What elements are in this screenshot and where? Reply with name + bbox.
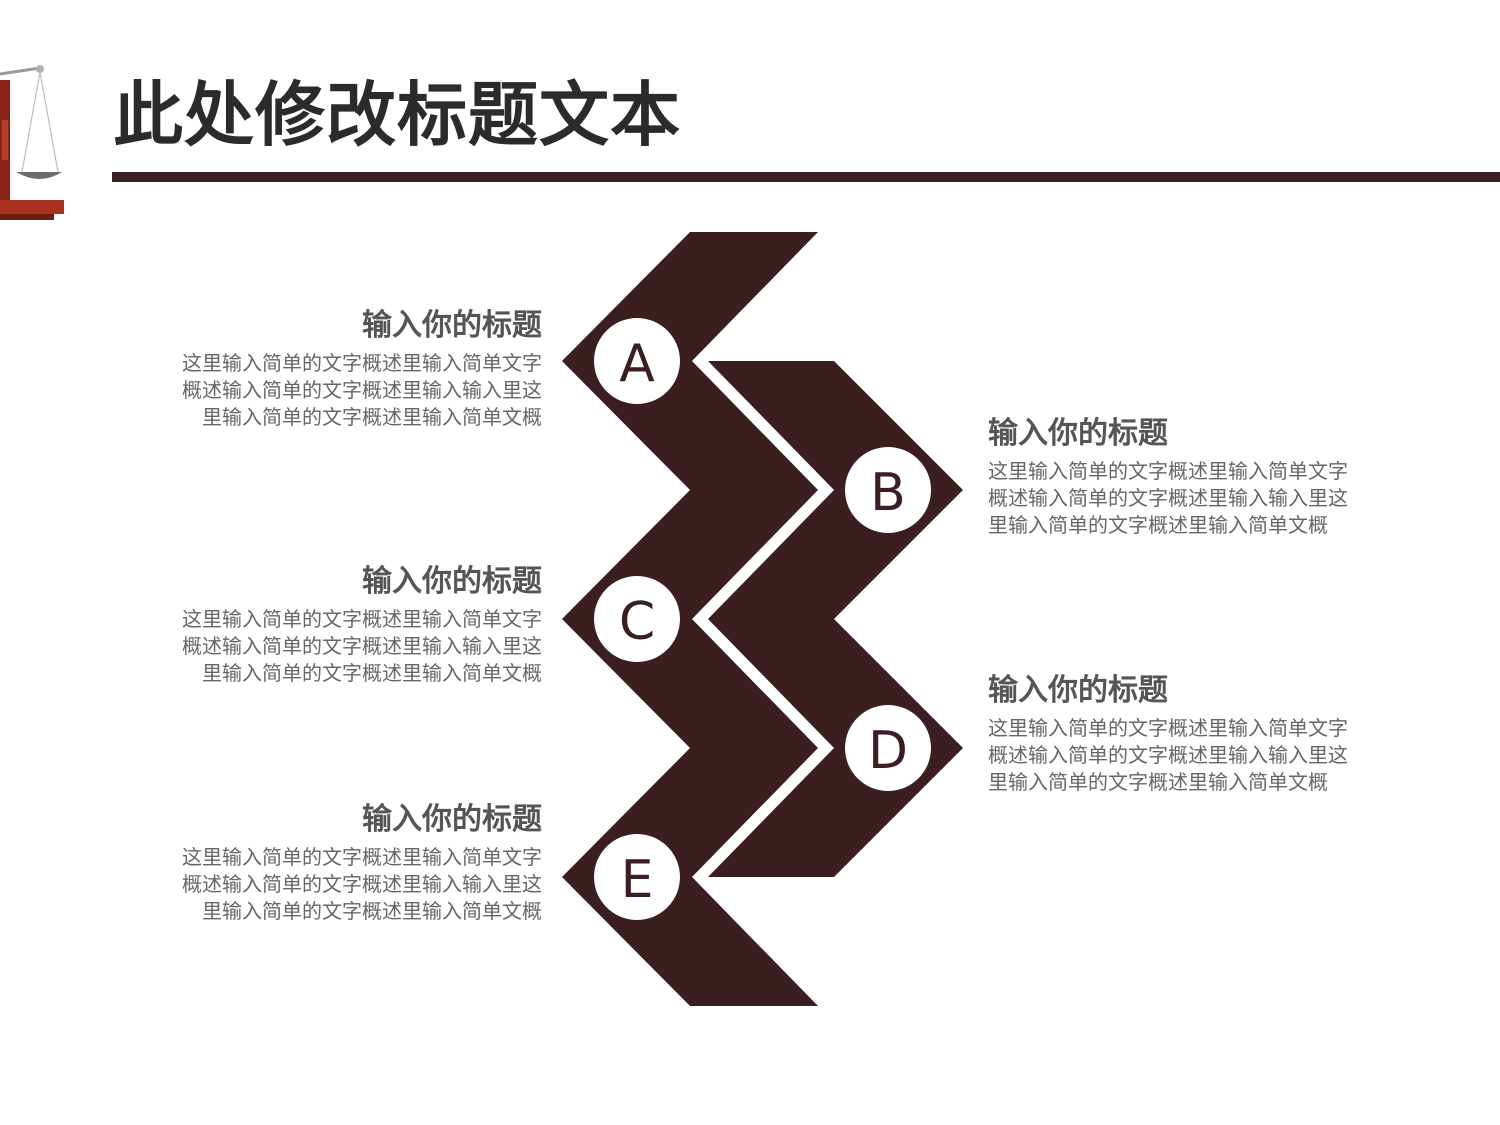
step-d-text: 输入你的标题 这里输入简单的文字概述里输入简单文字 概述输入简单的文字概述里输入… xyxy=(988,671,1408,796)
step-b-line-2: 概述输入简单的文字概述里输入输入里这 xyxy=(988,486,1348,510)
step-c-line-1: 这里输入简单的文字概述里输入简单文字 xyxy=(182,607,542,631)
step-a-description: 这里输入简单的文字概述里输入简单文字 概述输入简单的文字概述里输入输入里这 里输… xyxy=(122,350,542,431)
step-e-line-1: 这里输入简单的文字概述里输入简单文字 xyxy=(182,845,542,869)
step-a-text: 输入你的标题 这里输入简单的文字概述里输入简单文字 概述输入简单的文字概述里输入… xyxy=(122,306,542,431)
step-b-title: 输入你的标题 xyxy=(988,416,1168,451)
step-d-line-2: 概述输入简单的文字概述里输入输入里这 xyxy=(988,743,1348,767)
step-d-title: 输入你的标题 xyxy=(988,673,1168,708)
chevron-c xyxy=(562,490,818,748)
step-d-description: 这里输入简单的文字概述里输入简单文字 概述输入简单的文字概述里输入输入里这 里输… xyxy=(988,715,1408,796)
step-d-line-1: 这里输入简单的文字概述里输入简单文字 xyxy=(988,716,1348,740)
step-e-description: 这里输入简单的文字概述里输入简单文字 概述输入简单的文字概述里输入输入里这 里输… xyxy=(122,844,542,925)
step-e-line-2: 概述输入简单的文字概述里输入输入里这 xyxy=(182,872,542,896)
title-divider xyxy=(112,172,1500,182)
step-b-line-3: 里输入简单的文字概述里输入简单文概 xyxy=(988,513,1328,537)
step-a-line-3: 里输入简单的文字概述里输入简单文概 xyxy=(202,405,542,429)
chevron-e xyxy=(562,748,818,1006)
step-e-circle xyxy=(594,834,680,920)
step-a-title: 输入你的标题 xyxy=(362,308,542,343)
step-e-text: 输入你的标题 这里输入简单的文字概述里输入简单文字 概述输入简单的文字概述里输入… xyxy=(122,800,542,925)
step-a-line-1: 这里输入简单的文字概述里输入简单文字 xyxy=(182,351,542,375)
step-c-circle xyxy=(594,576,680,662)
step-d-circle xyxy=(845,705,931,791)
step-c-line-3: 里输入简单的文字概述里输入简单文概 xyxy=(202,661,542,685)
step-c-letter: C xyxy=(619,592,655,652)
chevron-b xyxy=(708,361,963,619)
step-c-description: 这里输入简单的文字概述里输入简单文字 概述输入简单的文字概述里输入输入里这 里输… xyxy=(122,606,542,687)
step-b-text: 输入你的标题 这里输入简单的文字概述里输入简单文字 概述输入简单的文字概述里输入… xyxy=(988,414,1408,539)
step-b-description: 这里输入简单的文字概述里输入简单文字 概述输入简单的文字概述里输入输入里这 里输… xyxy=(988,458,1408,539)
step-b-letter: B xyxy=(870,463,906,523)
step-e-line-3: 里输入简单的文字概述里输入简单文概 xyxy=(202,899,542,923)
step-a-circle xyxy=(594,318,680,404)
step-b-circle xyxy=(845,447,931,533)
step-e-letter: E xyxy=(621,850,654,910)
step-c-title: 输入你的标题 xyxy=(362,564,542,599)
slide-title: 此处修改标题文本 xyxy=(113,74,681,156)
step-e-title: 输入你的标题 xyxy=(362,802,542,837)
step-d-letter: D xyxy=(868,721,908,781)
step-c-line-2: 概述输入简单的文字概述里输入输入里这 xyxy=(182,634,542,658)
step-a-letter: A xyxy=(619,334,655,394)
scales-of-justice-icon xyxy=(0,65,64,220)
chevron-d xyxy=(708,619,963,877)
chevron-a xyxy=(562,232,818,490)
step-c-text: 输入你的标题 这里输入简单的文字概述里输入简单文字 概述输入简单的文字概述里输入… xyxy=(122,562,542,687)
step-b-line-1: 这里输入简单的文字概述里输入简单文字 xyxy=(988,459,1348,483)
step-a-line-2: 概述输入简单的文字概述里输入输入里这 xyxy=(182,378,542,402)
step-d-line-3: 里输入简单的文字概述里输入简单文概 xyxy=(988,770,1328,794)
